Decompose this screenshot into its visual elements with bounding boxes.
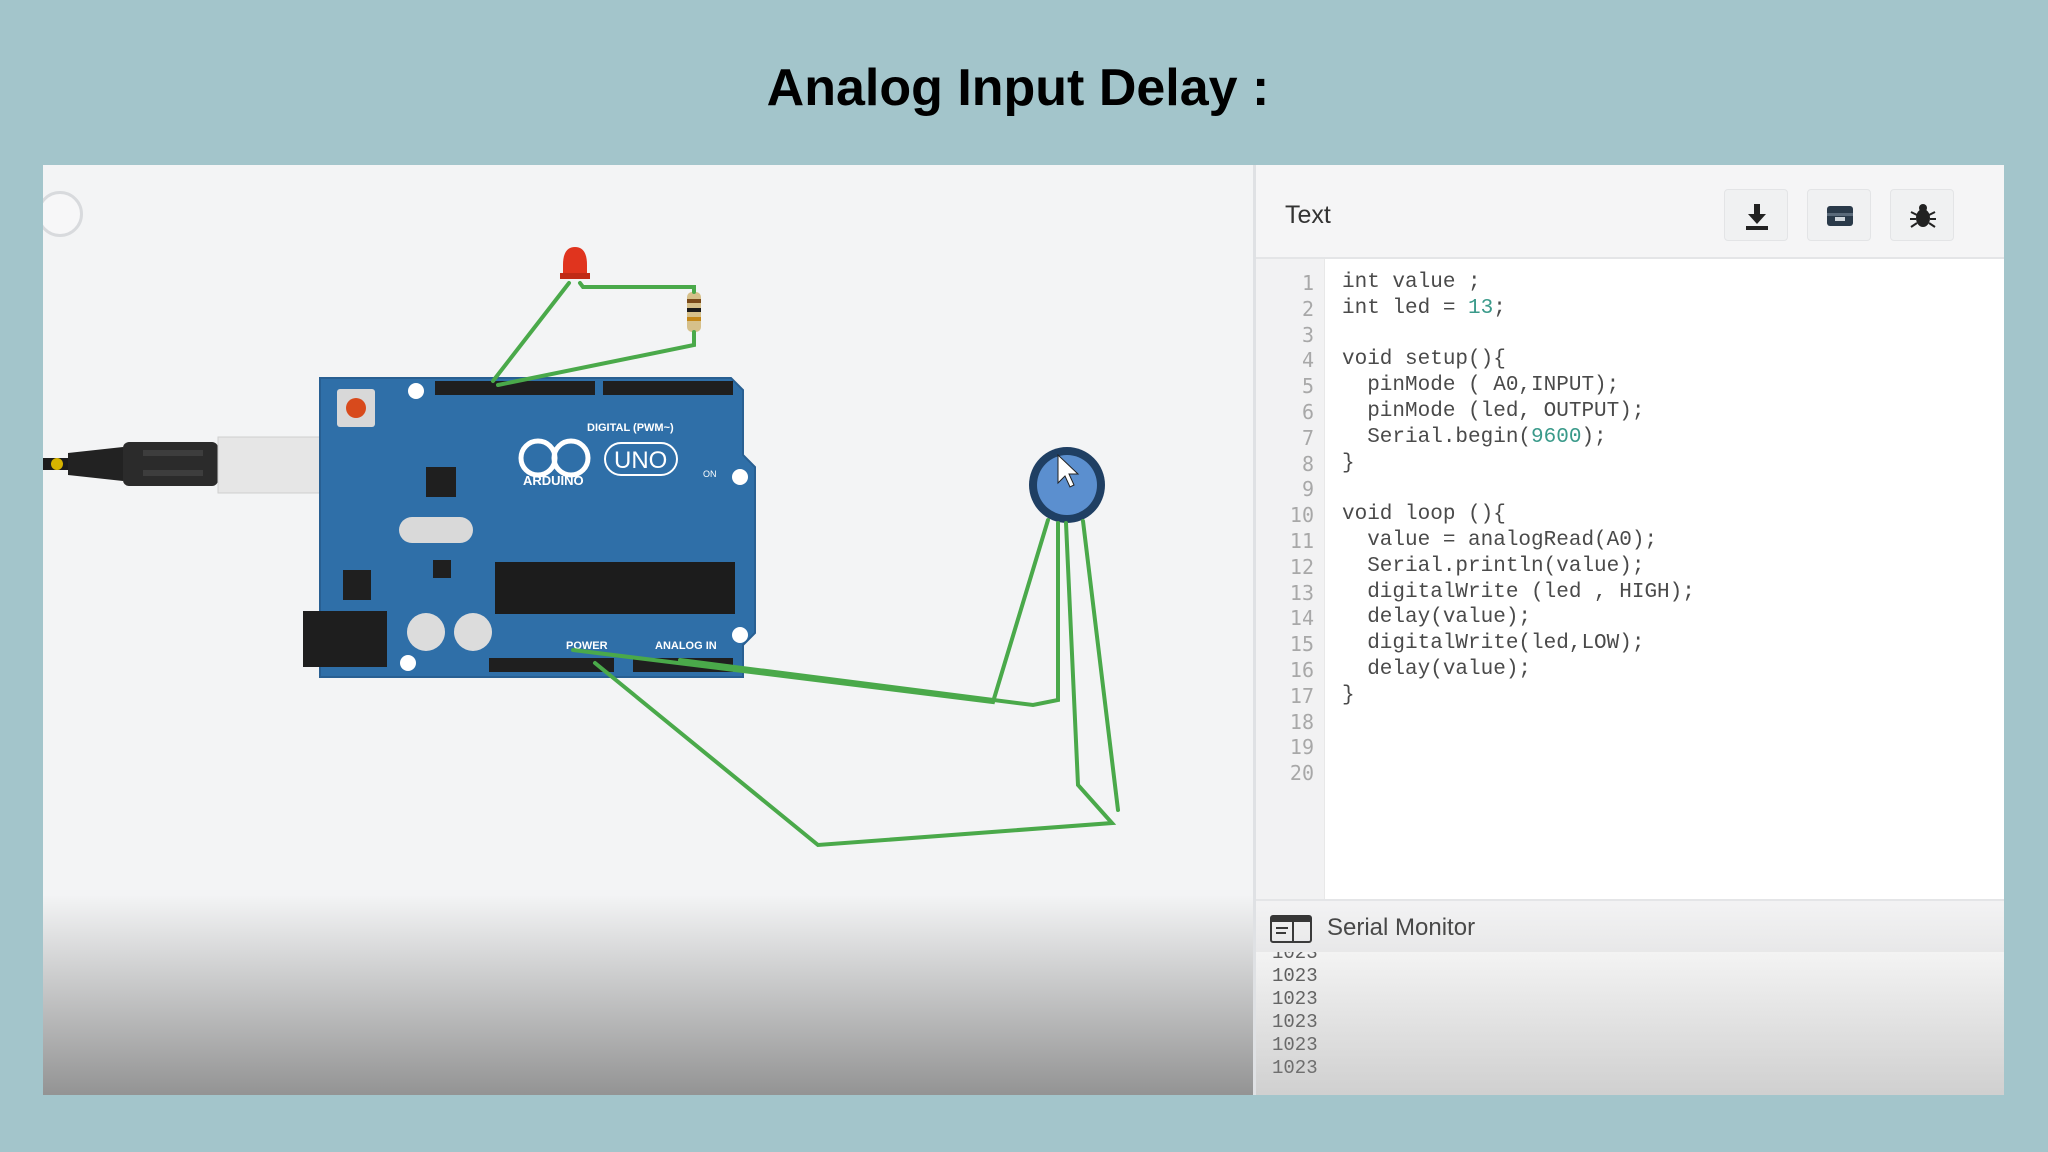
line-number: 4 [1301, 348, 1314, 373]
resistor[interactable] [687, 292, 701, 332]
line-number: 2 [1301, 296, 1314, 321]
panel-divider[interactable] [1253, 165, 1256, 1095]
usb-cable [43, 436, 329, 494]
code-line[interactable]: void setup(){ [1342, 348, 1506, 372]
line-number: 20 [1289, 761, 1314, 786]
code-line[interactable]: void loop (){ [1342, 503, 1506, 527]
code-line[interactable]: } [1342, 451, 1355, 475]
debugger-button[interactable] [1890, 189, 1954, 241]
line-number: 13 [1289, 580, 1314, 605]
code-panel: Text [1256, 165, 2004, 1095]
line-number: 16 [1289, 658, 1314, 682]
circuit-canvas[interactable]: DIGITAL (PWM~) POWER ANALOG IN ON ARDUIN… [43, 165, 1253, 1095]
serial-output-line: 1023 [1272, 1034, 1318, 1056]
line-number: 7 [1301, 425, 1314, 450]
line-number: 5 [1301, 374, 1314, 399]
code-line[interactable]: pinMode ( A0,INPUT); [1342, 374, 1620, 398]
serial-output-line: 1023 [1272, 1011, 1318, 1033]
line-number: 15 [1289, 632, 1314, 657]
code-line[interactable]: Serial.begin(9600); [1342, 425, 1607, 449]
wires [491, 281, 1120, 848]
slide-title: Analog Input Delay : [766, 59, 1270, 117]
digital-header-label: DIGITAL (PWM~) [587, 422, 674, 434]
board-brand: ARDUINO [523, 473, 584, 488]
code-line[interactable]: digitalWrite (led , HIGH); [1342, 580, 1695, 604]
code-line[interactable]: } [1342, 683, 1355, 707]
upload-button[interactable] [1807, 189, 1871, 241]
line-number: 14 [1289, 606, 1314, 631]
upload-box-icon [1827, 206, 1853, 226]
download-icon [1746, 204, 1768, 230]
line-number: 17 [1289, 683, 1314, 708]
line-number: 10 [1289, 503, 1314, 528]
line-number: 9 [1301, 477, 1314, 502]
analog-header-label: ANALOG IN [655, 640, 717, 652]
arduino-uno-board[interactable]: DIGITAL (PWM~) POWER ANALOG IN ON ARDUIN… [303, 377, 756, 678]
on-led-label: ON [703, 469, 717, 479]
line-number: 18 [1289, 709, 1314, 734]
line-number: 12 [1289, 554, 1314, 579]
red-led[interactable] [560, 247, 590, 279]
serial-monitor-header[interactable]: Serial Monitor [1256, 899, 2004, 954]
line-number: 6 [1301, 400, 1314, 424]
download-button[interactable] [1724, 189, 1788, 241]
code-line[interactable]: Serial.println(value); [1342, 554, 1645, 578]
serial-output-line: 1023 [1272, 952, 1318, 964]
line-number: 3 [1301, 322, 1314, 347]
code-line[interactable]: delay(value); [1342, 606, 1532, 630]
line-number: 19 [1289, 735, 1314, 760]
code-line[interactable]: digitalWrite(led,LOW); [1342, 632, 1645, 656]
code-line[interactable]: int value ; [1342, 271, 1481, 294]
circuit-drawing: DIGITAL (PWM~) POWER ANALOG IN ON ARDUIN… [43, 247, 1120, 848]
line-number: 11 [1289, 529, 1314, 553]
tinkercad-screenshot: DIGITAL (PWM~) POWER ANALOG IN ON ARDUIN… [43, 165, 2004, 1095]
serial-output-line: 1023 [1272, 1057, 1318, 1079]
serial-output-line: 1023 [1272, 965, 1318, 987]
code-line[interactable]: int led = 13; [1342, 296, 1506, 320]
line-number: 8 [1301, 451, 1314, 476]
serial-output-line: 1023 [1272, 988, 1318, 1010]
potentiometer[interactable] [1029, 447, 1105, 523]
code-line[interactable]: delay(value); [1342, 658, 1532, 681]
bug-icon [1910, 204, 1936, 228]
code-panel-header: Text [1256, 165, 2004, 259]
line-number: 1 [1301, 271, 1314, 295]
fit-view-icon[interactable] [43, 191, 83, 237]
code-line[interactable]: pinMode (led, OUTPUT); [1342, 400, 1645, 423]
code-line[interactable]: value = analogRead(A0); [1342, 529, 1658, 552]
serial-monitor-icon [1270, 915, 1312, 943]
board-model: UNO [614, 447, 667, 474]
serial-monitor-title: Serial Monitor [1327, 914, 1476, 941]
code-mode-label[interactable]: Text [1285, 201, 1331, 229]
